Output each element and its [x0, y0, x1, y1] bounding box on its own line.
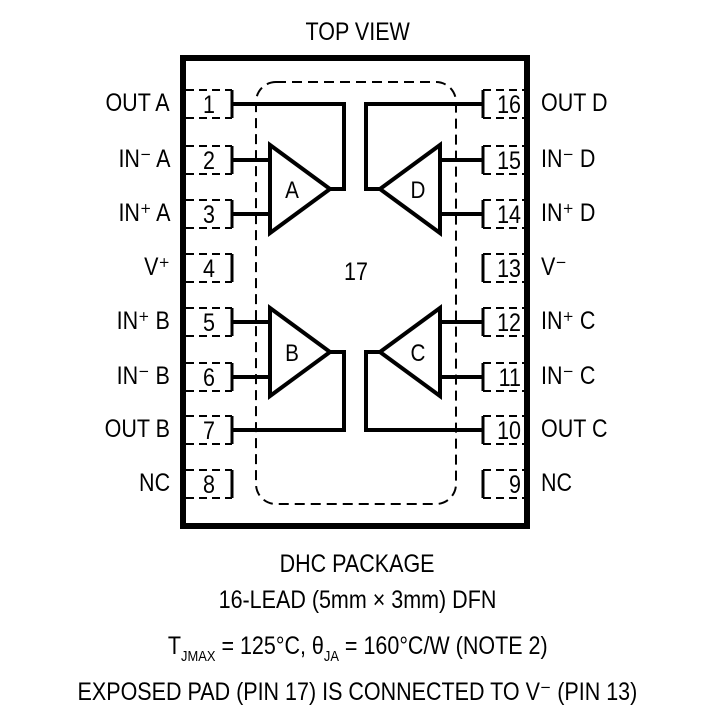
right-pin-label-7: OUT C	[541, 415, 608, 443]
amplifier-b	[268, 304, 334, 400]
thermal-spec: TJMAX = 125°C, θJA = 160°C/W (NOTE 2)	[167, 632, 548, 665]
left-pin-number-5: 5	[203, 308, 215, 336]
amplifier-d-label: D	[411, 177, 426, 204]
left-pin-number-3: 3	[203, 200, 215, 228]
amplifier-a	[268, 141, 334, 237]
right-pin-number-2: 15	[497, 146, 521, 174]
left-pin-label-1: OUT A	[105, 89, 170, 117]
amplifier-a-label: A	[285, 177, 299, 204]
right-pin-label-4: V⁻	[541, 253, 567, 281]
package-outline	[180, 55, 530, 529]
wire-out-a	[232, 102, 346, 191]
wire-out-b	[232, 350, 346, 432]
package-dimensions: 16-LEAD (5mm × 3mm) DFN	[218, 586, 497, 614]
wire-out-c	[364, 350, 483, 432]
left-pin-label-2: IN⁻ A	[118, 145, 170, 173]
left-pin-number-6: 6	[203, 363, 215, 391]
right-pin-number-7: 10	[497, 416, 521, 444]
right-pin-number-4: 13	[497, 254, 521, 282]
amplifier-d	[376, 141, 442, 237]
left-pin-label-7: OUT B	[104, 415, 170, 443]
right-pin-label-5: IN⁺ C	[541, 307, 596, 335]
left-pin-4	[186, 253, 234, 283]
left-pin-number-8: 8	[203, 470, 215, 498]
amplifier-b-label: B	[285, 340, 299, 367]
right-pin-number-8: 9	[509, 470, 521, 498]
left-pin-number-7: 7	[203, 416, 215, 444]
exposed-pad-outline	[255, 81, 457, 505]
left-pin-label-5: IN⁺ B	[116, 307, 170, 335]
left-pin-label-4: V⁺	[144, 253, 170, 281]
left-pin-number-1: 1	[203, 90, 215, 118]
left-pin-8	[186, 469, 234, 499]
left-pin-number-4: 4	[203, 254, 215, 282]
right-pin-label-6: IN⁻ C	[541, 362, 596, 390]
wire-out-d	[364, 102, 483, 191]
right-pin-8	[481, 469, 524, 499]
right-pin-label-1: OUT D	[541, 89, 608, 117]
right-pin-number-6: 11	[499, 363, 521, 391]
left-pin-label-3: IN⁺ A	[118, 199, 170, 227]
right-pin-label-8: NC	[541, 469, 573, 497]
left-pin-label-6: IN⁻ B	[116, 362, 170, 390]
left-pin-label-8: NC	[138, 469, 170, 497]
left-pin-number-2: 2	[203, 146, 215, 174]
diagram-title: TOP VIEW	[305, 18, 410, 46]
right-pin-number-5: 12	[497, 308, 521, 336]
right-pin-label-3: IN⁺ D	[541, 199, 596, 227]
right-pin-number-3: 14	[497, 200, 521, 228]
exposed-pad-note: EXPOSED PAD (PIN 17) IS CONNECTED TO V⁻ …	[77, 678, 638, 706]
amplifier-c-label: C	[411, 340, 426, 367]
right-pin-number-1: 16	[497, 90, 521, 118]
package-name: DHC PACKAGE	[280, 550, 435, 578]
right-pin-label-2: IN⁻ D	[541, 145, 596, 173]
exposed-pad-pin-number: 17	[344, 257, 368, 285]
right-pin-4	[481, 253, 524, 283]
amplifier-c	[376, 304, 442, 400]
